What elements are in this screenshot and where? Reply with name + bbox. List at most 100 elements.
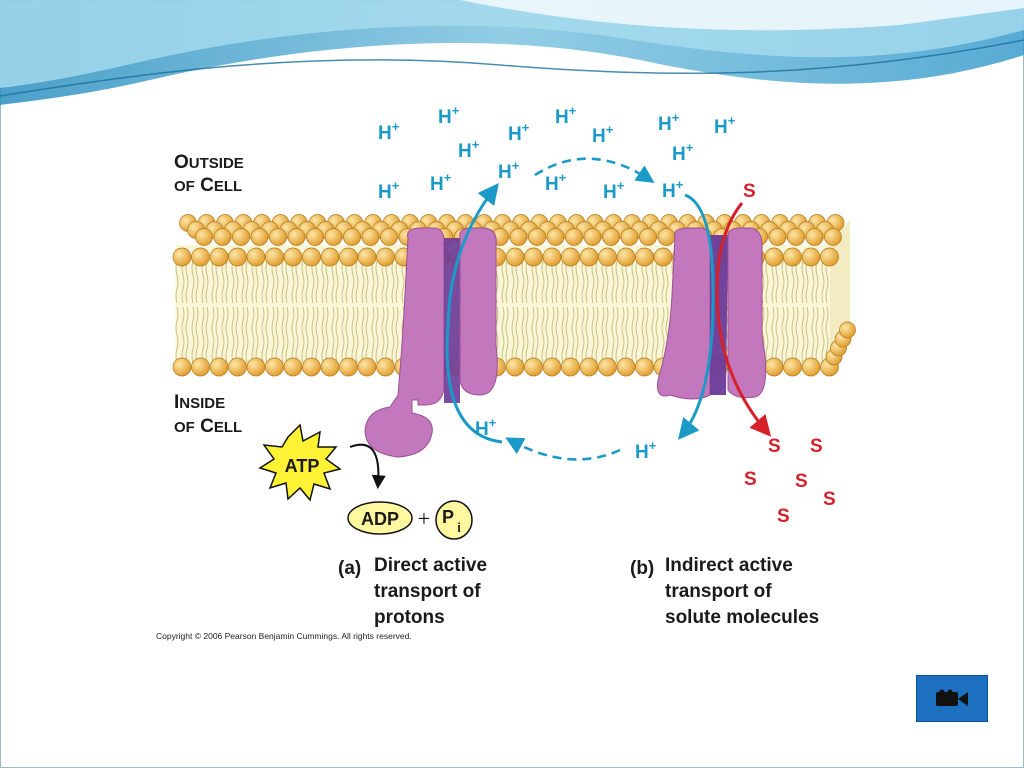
lipid-head	[616, 247, 636, 267]
lipid-head	[805, 228, 824, 246]
lipid-head	[565, 228, 583, 246]
proton-label: H+	[545, 170, 567, 195]
outside-label-line2: OF CELL	[174, 175, 242, 196]
atp-label: ATP	[285, 456, 320, 476]
header-waves	[0, 0, 1024, 105]
lipid-head	[505, 357, 525, 377]
lipid-head	[764, 357, 784, 377]
proton-label: H+	[592, 122, 614, 147]
lipid-head	[265, 357, 284, 377]
lipid-head	[269, 228, 287, 246]
solute-label: S	[744, 469, 757, 490]
inside-of-cell-label: INSIDE OF CELL	[174, 392, 242, 437]
proton-label: H+	[658, 110, 680, 135]
lipid-head	[283, 357, 303, 377]
proton-label: H+	[555, 103, 577, 128]
lipid-head	[172, 247, 192, 267]
lipid-head	[783, 247, 802, 267]
inside-label-line1: INSIDE	[174, 392, 225, 413]
lipid-head	[302, 357, 321, 377]
lipid-head	[172, 357, 192, 377]
lipid-head	[324, 228, 343, 246]
lipid-head	[598, 357, 617, 377]
proton-label: H+	[378, 178, 400, 203]
lipid-head	[579, 247, 599, 267]
phosphate-oval: P i	[435, 500, 473, 540]
proton-label: H+	[498, 158, 520, 183]
lipid-head	[635, 247, 654, 267]
movie-button[interactable]	[916, 675, 988, 722]
phosphate-label: P	[442, 507, 454, 527]
lipid-head	[528, 228, 546, 246]
lipid-head	[195, 228, 213, 246]
lipid-head	[376, 247, 395, 267]
proton-label: H+	[603, 178, 625, 203]
lipid-head	[824, 228, 842, 246]
lipid-head	[653, 247, 673, 267]
lipid-head	[191, 357, 210, 377]
lipid-head	[380, 228, 398, 246]
lipid-head	[209, 357, 229, 377]
lipid-head	[820, 247, 839, 267]
atp-hydrolysis-arrow	[349, 443, 386, 490]
lipid-head	[542, 247, 562, 267]
lipid-head	[505, 247, 525, 267]
lipid-head	[306, 228, 324, 246]
lipid-head	[376, 357, 395, 377]
lipid-head	[320, 357, 340, 377]
lipid-head	[839, 321, 856, 339]
caption-b-line1: Indirect active	[665, 555, 793, 576]
lipid-head	[583, 228, 602, 246]
proton-label: H+	[672, 140, 694, 165]
caption-b-letter: (b)	[630, 558, 654, 579]
lipid-head	[343, 228, 361, 246]
lipid-head	[616, 357, 636, 377]
caption-a: (a) Direct active transport of protons	[338, 555, 487, 628]
solute-label: S	[795, 471, 808, 492]
caption-b-line2: transport of	[665, 581, 772, 602]
atp-burst: ATP	[258, 423, 342, 502]
lipid-head	[246, 357, 266, 377]
lipid-head	[357, 247, 377, 267]
lipid-head	[787, 228, 805, 246]
lipid-head	[509, 228, 528, 246]
proton-label: H+	[458, 137, 480, 162]
lipid-head	[598, 247, 617, 267]
solute-label: S	[823, 489, 836, 510]
proton-return-arrow-inside	[505, 437, 621, 461]
lipid-head	[620, 228, 639, 246]
lipid-head	[283, 247, 303, 267]
lipid-head	[320, 247, 340, 267]
lipid-head	[357, 357, 377, 377]
cotransporter-protein	[657, 227, 767, 400]
proton-label: H+	[508, 120, 530, 145]
inside-label-line2: OF CELL	[174, 416, 242, 437]
copyright-notice: Copyright © 2006 Pearson Benjamin Cummin…	[156, 631, 412, 641]
adp-label: ADP	[361, 509, 399, 529]
solute-label: S	[810, 436, 823, 457]
lipid-head	[524, 357, 543, 377]
proton-label: H+	[378, 119, 400, 144]
lipid-head	[546, 228, 565, 246]
outside-of-cell-label: OUTSIDE OF CELL	[174, 152, 248, 196]
lipid-head	[209, 247, 229, 267]
lipid-head	[561, 247, 580, 267]
proton-pump-arrow	[445, 183, 503, 444]
caption-a-line1: Direct active	[374, 555, 487, 576]
lipid-head	[801, 357, 821, 377]
solute-label: S	[743, 181, 756, 202]
lipid-head	[579, 357, 599, 377]
lipid-head	[764, 247, 784, 267]
plus-sign: +	[418, 506, 430, 531]
lipid-head	[246, 247, 266, 267]
lipid-head	[213, 228, 232, 246]
outside-label-line1: OUTSIDE	[174, 152, 244, 173]
active-transport-figure: OUTSIDE OF CELL INSIDE OF CELL ATP ADP +…	[150, 95, 864, 670]
lipid-head	[287, 228, 306, 246]
lipid-head	[228, 247, 247, 267]
lipid-head	[361, 228, 380, 246]
lipid-head	[339, 357, 358, 377]
proton-label: H+	[635, 438, 657, 463]
lipid-head	[657, 228, 676, 246]
adp-oval: ADP	[347, 501, 413, 535]
